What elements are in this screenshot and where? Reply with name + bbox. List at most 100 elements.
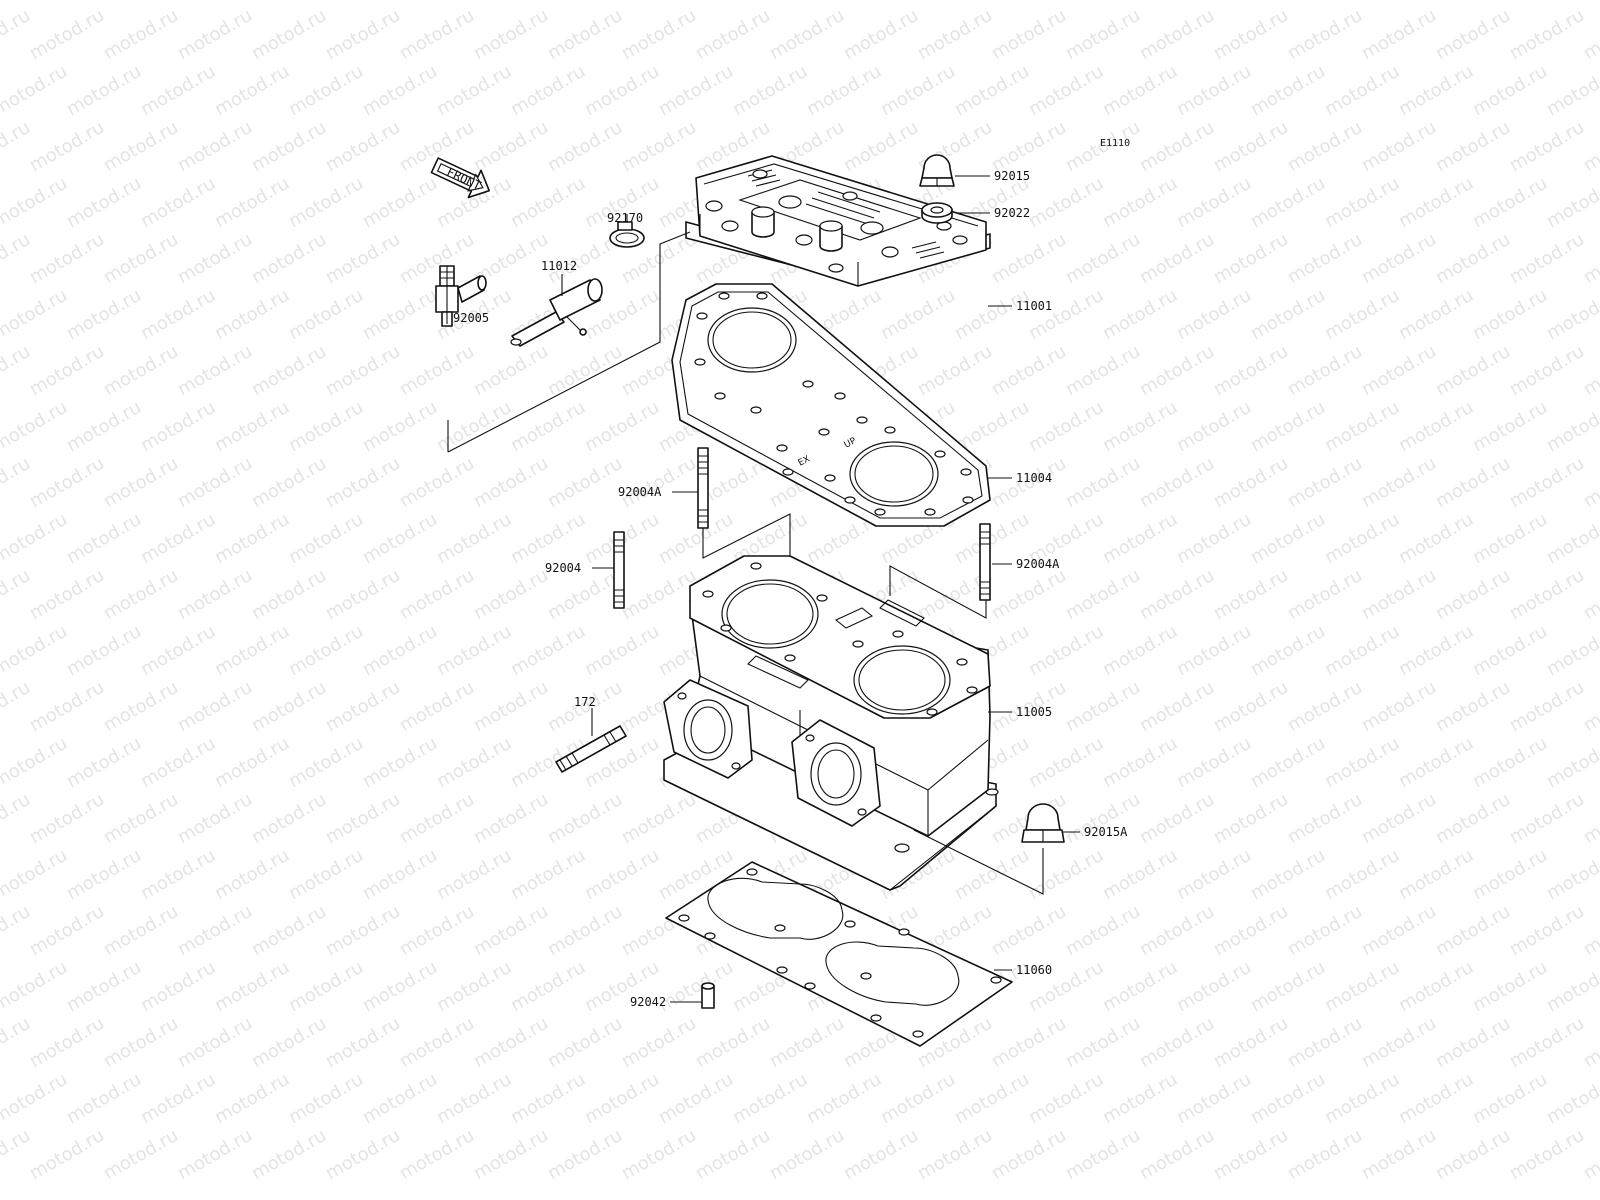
- watermark-text: motod.ru: [1506, 565, 1588, 624]
- watermark-text: motod.ru: [1580, 453, 1600, 512]
- watermark-text: motod.ru: [877, 285, 959, 344]
- watermark-text: motod.ru: [174, 789, 256, 848]
- label-washer: 92022: [994, 206, 1030, 220]
- watermark-text: motod.ru: [766, 5, 848, 64]
- watermark-text: motod.ru: [988, 1125, 1070, 1184]
- watermark-text: motod.ru: [100, 117, 182, 176]
- watermark-text: motod.ru: [1136, 229, 1218, 288]
- watermark-text: motod.ru: [100, 229, 182, 288]
- watermark-text: motod.ru: [63, 285, 145, 344]
- watermark-text: motod.ru: [137, 1069, 219, 1128]
- watermark-text: motod.ru: [322, 229, 404, 288]
- watermark-text: motod.ru: [1210, 901, 1292, 960]
- watermark-text: motod.ru: [1432, 229, 1514, 288]
- watermark-text: motod.ru: [1506, 901, 1588, 960]
- watermark-text: motod.ru: [396, 901, 478, 960]
- watermark-text: motod.ru: [174, 677, 256, 736]
- watermark-text: motod.ru: [285, 509, 367, 568]
- gasket-ex-mark: EX: [797, 454, 812, 468]
- watermark-text: motod.ru: [1321, 285, 1403, 344]
- watermark-text: motod.ru: [322, 565, 404, 624]
- watermark-text: motod.ru: [1580, 901, 1600, 960]
- watermark-text: motod.ru: [1358, 565, 1440, 624]
- watermark-text: motod.ru: [1284, 565, 1366, 624]
- watermark-text: motod.ru: [1173, 621, 1255, 680]
- watermark-text: motod.ru: [359, 733, 441, 792]
- watermark-text: motod.ru: [766, 1013, 848, 1072]
- watermark-text: motod.ru: [766, 1125, 848, 1184]
- label-fitting: 92005: [453, 311, 489, 325]
- watermark-text: motod.ru: [396, 5, 478, 64]
- watermark-text: motod.ru: [1025, 285, 1107, 344]
- watermark-text: motod.ru: [174, 229, 256, 288]
- watermark-text: motod.ru: [137, 621, 219, 680]
- watermark-text: motod.ru: [470, 1125, 552, 1184]
- watermark-text: motod.ru: [359, 845, 441, 904]
- stud-a-left: [697, 447, 709, 529]
- watermark-text: motod.ru: [618, 453, 700, 512]
- watermark-text: motod.ru: [840, 117, 922, 176]
- watermark-text: motod.ru: [26, 1013, 108, 1072]
- watermark-text: motod.ru: [26, 565, 108, 624]
- watermark-text: motod.ru: [1321, 845, 1403, 904]
- watermark-text: motod.ru: [1173, 397, 1255, 456]
- watermark-text: motod.ru: [63, 621, 145, 680]
- watermark-text: motod.ru: [729, 1069, 811, 1128]
- watermark-text: motod.ru: [803, 1069, 885, 1128]
- watermark-text: motod.ru: [1580, 677, 1600, 736]
- watermark-text: motod.ru: [1247, 285, 1329, 344]
- watermark-text: motod.ru: [1543, 285, 1600, 344]
- watermark-text: motod.ru: [1395, 845, 1477, 904]
- watermark-text: motod.ru: [1506, 229, 1588, 288]
- watermark-text: motod.ru: [1395, 285, 1477, 344]
- watermark-text: motod.ru: [63, 957, 145, 1016]
- watermark-text: motod.ru: [1025, 61, 1107, 120]
- watermark-text: motod.ru: [1395, 61, 1477, 120]
- watermark-text: motod.ru: [211, 621, 293, 680]
- watermark-text: motod.ru: [1432, 453, 1514, 512]
- watermark-text: motod.ru: [507, 509, 589, 568]
- watermark-text: motod.ru: [1358, 901, 1440, 960]
- watermark-text: motod.ru: [470, 677, 552, 736]
- watermark-text: motod.ru: [1099, 397, 1181, 456]
- watermark-text: motod.ru: [1062, 901, 1144, 960]
- watermark-text: motod.ru: [1395, 1069, 1477, 1128]
- watermark-text: motod.ru: [248, 1125, 330, 1184]
- label-head-gasket: 11004: [1016, 471, 1052, 485]
- watermark-text: motod.ru: [507, 845, 589, 904]
- watermark-text: motod.ru: [1469, 285, 1551, 344]
- watermark-text: motod.ru: [211, 285, 293, 344]
- watermark-text: motod.ru: [1062, 1013, 1144, 1072]
- watermark-text: motod.ru: [1469, 1069, 1551, 1128]
- watermark-text: motod.ru: [1062, 565, 1144, 624]
- watermark-text: motod.ru: [285, 845, 367, 904]
- watermark-text: motod.ru: [0, 117, 34, 176]
- watermark-text: motod.ru: [0, 509, 71, 568]
- watermark-text: motod.ru: [618, 1125, 700, 1184]
- watermark-text: motod.ru: [1358, 229, 1440, 288]
- watermark-text: motod.ru: [211, 957, 293, 1016]
- cylinder-head: [685, 155, 991, 287]
- watermark-text: motod.ru: [877, 61, 959, 120]
- watermark-text: motod.ru: [1284, 1125, 1366, 1184]
- watermark-text: motod.ru: [1025, 173, 1107, 232]
- watermark-text: motod.ru: [174, 5, 256, 64]
- label-cylinder-head: 11001: [1016, 299, 1052, 313]
- watermark-text: motod.ru: [1358, 1125, 1440, 1184]
- watermark-text: motod.ru: [1506, 5, 1588, 64]
- watermark-text: motod.ru: [285, 621, 367, 680]
- watermark-text: motod.ru: [1210, 789, 1292, 848]
- watermark-text: motod.ru: [248, 1013, 330, 1072]
- watermark-text: motod.ru: [137, 957, 219, 1016]
- label-dowel-pin: 92042: [630, 995, 666, 1009]
- watermark-text: motod.ru: [803, 61, 885, 120]
- watermark-text: motod.ru: [618, 117, 700, 176]
- watermark-text: motod.ru: [1099, 621, 1181, 680]
- watermark-text: motod.ru: [137, 173, 219, 232]
- watermark-text: motod.ru: [285, 733, 367, 792]
- watermark-text: motod.ru: [285, 1069, 367, 1128]
- watermark-text: motod.ru: [544, 5, 626, 64]
- watermark-text: motod.ru: [1247, 397, 1329, 456]
- watermark-text: motod.ru: [433, 733, 515, 792]
- watermark-text: motod.ru: [1025, 1069, 1107, 1128]
